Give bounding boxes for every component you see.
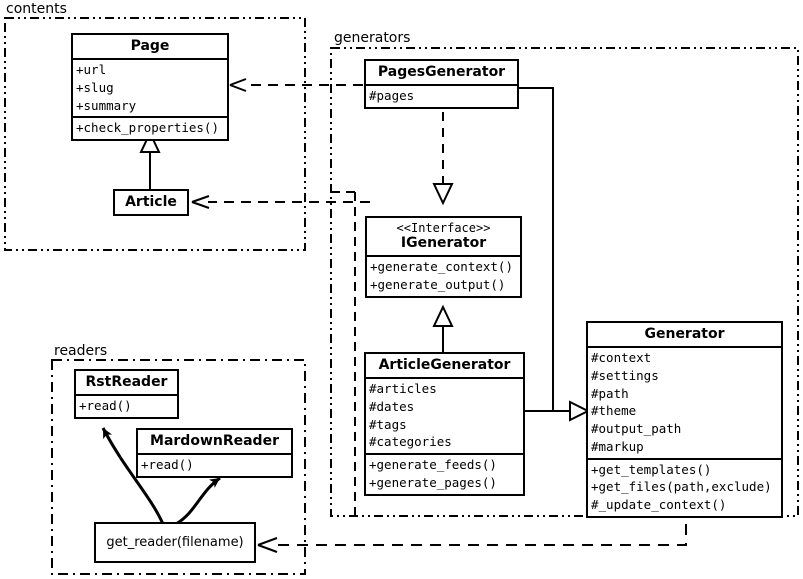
class-article[interactable]: Article [113,189,189,217]
class-generator-attributes: #context #settings #path #theme #output_… [588,346,781,458]
attribute: #categories [369,434,452,450]
function-get-reader[interactable]: get_reader(filename) [94,522,256,563]
method: +read() [79,398,132,414]
package-label-readers: readers [52,343,110,359]
class-igenerator-methods: +generate_context() +generate_output() [367,255,520,296]
class-articlegenerator[interactable]: ArticleGenerator #articles #dates #tags … [364,352,525,496]
method: #_update_context() [591,497,727,513]
attribute: #settings [591,367,659,383]
class-page-title: Page [130,38,170,54]
attribute: #dates [369,398,415,414]
attribute: #output_path [591,421,682,437]
method: +generate_context() [370,259,513,275]
class-generator-methods: +get_templates() +get_files(path,exclude… [588,457,781,516]
package-label-contents: contents [4,1,69,17]
class-igenerator-name: IGenerator [400,235,487,252]
class-rstreader-title: RstReader [85,374,168,390]
attribute: +summary [76,97,137,113]
relation-articlegenerator-igenerator [432,304,454,352]
class-pagesgenerator-title: PagesGenerator [377,64,506,80]
method: +check_properties() [76,120,219,136]
class-pagesgenerator[interactable]: PagesGenerator #pages [364,59,519,109]
package-label-generators: generators [332,30,413,46]
method: +get_files(path,exclude) [591,479,772,495]
class-igenerator-title: <<Interface>> IGenerator [367,218,520,255]
attribute: +url [76,62,107,78]
class-mardownreader[interactable]: MardownReader +read() [136,428,293,478]
class-generator-title: Generator [644,326,725,342]
relation-pagesgenerator-article-dependency [191,195,370,209]
method: +generate_pages() [369,474,497,490]
class-page[interactable]: Page +url +slug +summary +check_properti… [71,33,229,142]
attribute: +slug [76,79,114,95]
attribute: #pages [369,88,415,104]
class-mardownreader-title: MardownReader [150,433,279,449]
class-igenerator[interactable]: <<Interface>> IGenerator +generate_conte… [365,216,522,298]
class-rstreader[interactable]: RstReader +read() [74,369,179,419]
attribute: #markup [591,438,644,454]
class-articlegenerator-attributes: #articles #dates #tags #categories [366,377,523,453]
method: +generate_output() [370,277,506,293]
class-page-attributes: +url +slug +summary [73,58,227,116]
relation-pagesgenerator-igenerator [432,112,454,206]
relation-generators-generator [519,87,591,422]
attribute: #path [591,385,629,401]
attribute: #theme [591,403,637,419]
class-articlegenerator-methods: +generate_feeds() +generate_pages() [366,453,523,494]
relation-getreader-mardownreader [175,476,221,526]
class-page-methods: +check_properties() [73,116,227,139]
class-articlegenerator-title: ArticleGenerator [378,357,511,373]
attribute: #articles [369,381,437,397]
relation-pagesgenerator-page-dependency [229,78,363,92]
method: +read() [141,457,194,473]
class-rstreader-methods: +read() [76,394,177,417]
class-generator[interactable]: Generator #context #settings #path #them… [586,321,783,518]
class-article-title: Article [125,194,177,210]
attribute: #context [591,350,652,366]
method: +generate_feeds() [369,457,497,473]
class-igenerator-stereotype: <<Interface>> [396,221,491,235]
attribute: #tags [369,416,407,432]
method: +get_templates() [591,461,712,477]
function-get-reader-label: get_reader(filename) [106,535,244,550]
class-mardownreader-methods: +read() [138,453,291,476]
class-pagesgenerator-attributes: #pages [366,84,517,107]
relation-article-page [139,130,161,190]
